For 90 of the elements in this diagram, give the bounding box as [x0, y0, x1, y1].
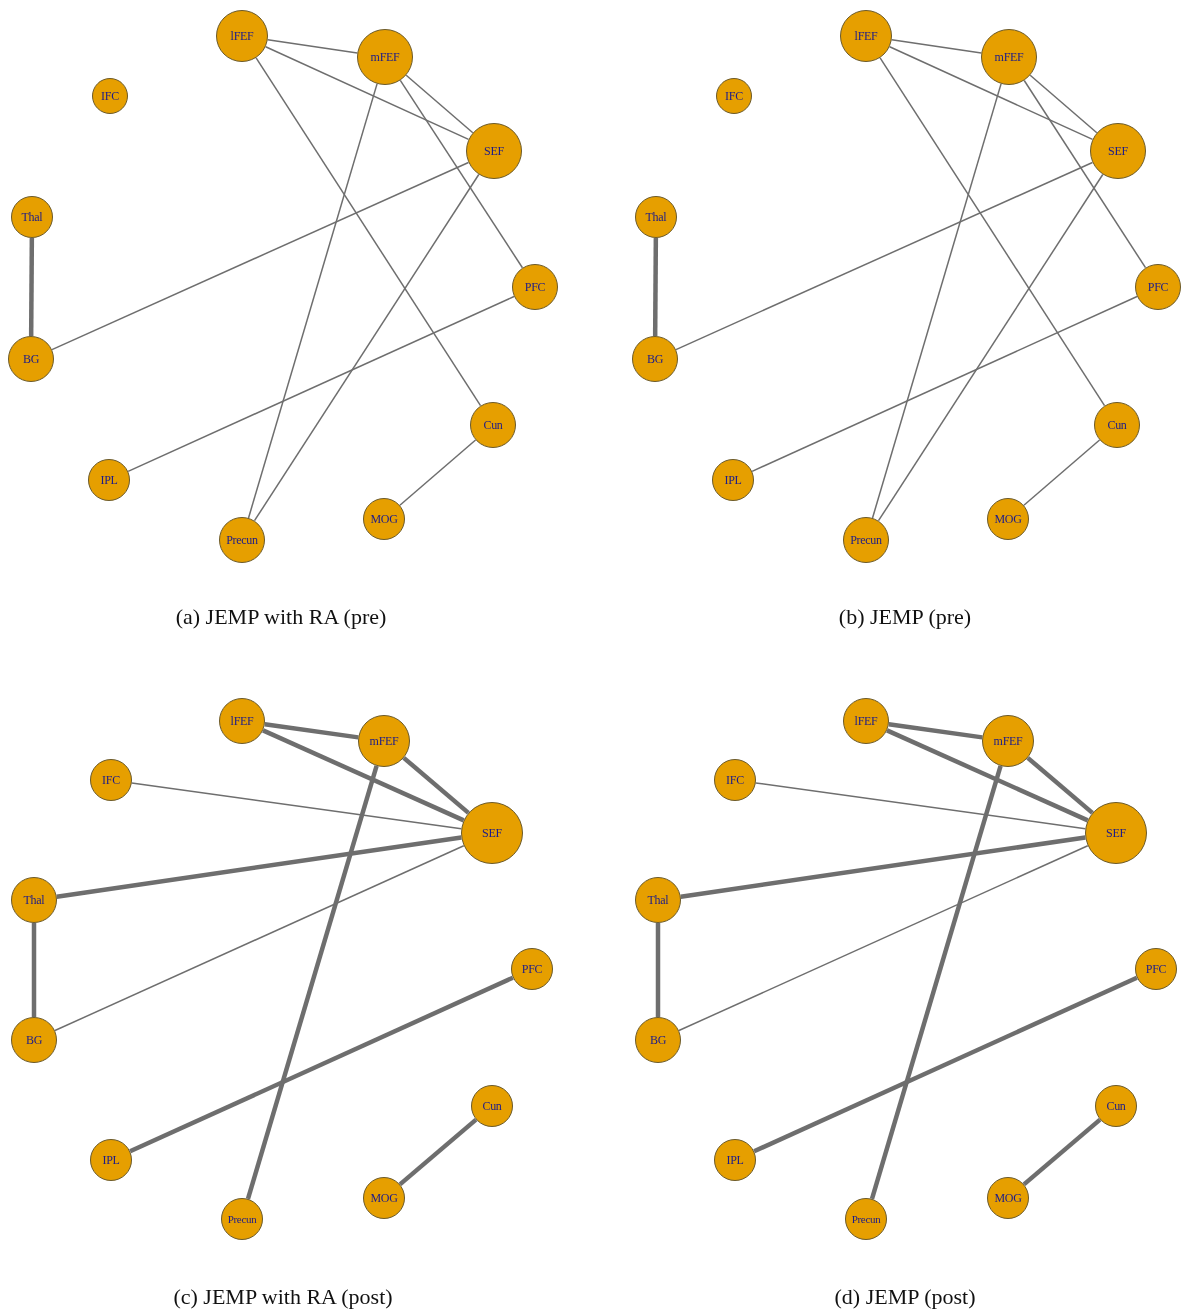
panel-caption: (b) JEMP (pre) — [838, 604, 972, 630]
connection-line — [751, 295, 1138, 473]
connection-line — [56, 835, 462, 899]
connection-line — [755, 782, 1087, 830]
connection-line — [886, 728, 1089, 823]
connection-line — [1023, 79, 1147, 269]
brain-region-node: Cun — [1094, 402, 1140, 448]
brain-region-node: mFEF — [357, 29, 413, 85]
brain-region-node: Thal — [11, 877, 57, 923]
connection-line — [1022, 1117, 1102, 1187]
brain-region-node: Precun — [845, 1198, 887, 1240]
brain-region-node: IPL — [712, 459, 754, 501]
brain-region-node: SEF — [461, 802, 523, 864]
connection-line — [131, 782, 463, 830]
connection-line — [405, 74, 474, 134]
connection-line — [398, 1117, 478, 1187]
brain-region-node: IFC — [716, 78, 752, 114]
connection-line — [129, 975, 514, 1154]
brain-region-node: Precun — [843, 517, 889, 563]
brain-region-node: IPL — [714, 1139, 756, 1181]
brain-region-node: IPL — [90, 1139, 132, 1181]
connection-line — [869, 765, 1003, 1200]
connection-line — [31, 923, 37, 1017]
connection-line — [652, 238, 659, 336]
connection-line — [877, 173, 1104, 522]
brain-region-node: MOG — [987, 498, 1029, 540]
connection-line — [266, 39, 359, 54]
connection-line — [1023, 439, 1101, 507]
connection-line — [127, 295, 515, 473]
brain-region-node: lFEF — [840, 10, 892, 62]
connection-line — [253, 173, 480, 522]
connection-line — [402, 756, 470, 815]
brain-region-node: lFEF — [843, 698, 889, 744]
connection-line — [675, 161, 1094, 351]
brain-region-node: PFC — [512, 264, 558, 310]
panel-caption: (d) JEMP (post) — [834, 1284, 976, 1310]
brain-region-node: IFC — [90, 759, 132, 801]
brain-region-node: PFC — [1135, 948, 1177, 990]
brain-region-node: Thal — [635, 196, 677, 238]
brain-region-node: Cun — [1095, 1085, 1137, 1127]
brain-region-node: PFC — [511, 948, 553, 990]
brain-region-node: BG — [8, 336, 54, 382]
connection-line — [247, 83, 378, 519]
connection-line — [51, 161, 470, 351]
connection-line — [871, 83, 1002, 519]
panel-caption: (a) JEMP with RA (pre) — [175, 604, 387, 630]
brain-region-node: SEF — [1085, 802, 1147, 864]
brain-region-node: SEF — [466, 123, 522, 179]
connection-line — [1026, 756, 1094, 815]
brain-region-node: BG — [11, 1017, 57, 1063]
connection-line — [245, 765, 379, 1200]
brain-region-node: Precun — [221, 1198, 263, 1240]
brain-region-node: Cun — [470, 402, 516, 448]
brain-region-node: IFC — [714, 759, 756, 801]
brain-region-node: IFC — [92, 78, 128, 114]
connection-line — [655, 923, 661, 1017]
brain-region-node: mFEF — [981, 29, 1037, 85]
brain-region-node: lFEF — [219, 698, 265, 744]
brain-region-node: MOG — [363, 498, 405, 540]
connection-line — [680, 835, 1086, 899]
connection-line — [264, 722, 359, 740]
connection-line — [1029, 74, 1098, 134]
brain-region-node: PFC — [1135, 264, 1181, 310]
connection-line — [264, 46, 470, 141]
connection-line — [262, 728, 465, 823]
connection-line — [678, 845, 1089, 1032]
connection-line — [28, 238, 35, 336]
connection-line — [888, 722, 983, 740]
brain-region-node: Precun — [219, 517, 265, 563]
connection-line — [255, 57, 482, 407]
brain-region-node: lFEF — [216, 10, 268, 62]
panel-caption: (c) JEMP with RA (post) — [173, 1284, 393, 1310]
connection-line — [879, 57, 1106, 407]
brain-region-node: BG — [635, 1017, 681, 1063]
connection-line — [888, 46, 1094, 141]
connection-line — [753, 975, 1138, 1154]
brain-region-node: Thal — [11, 196, 53, 238]
brain-region-node: BG — [632, 336, 678, 382]
connection-line — [399, 439, 477, 507]
brain-region-node: IPL — [88, 459, 130, 501]
connection-line — [890, 39, 983, 54]
brain-region-node: mFEF — [982, 715, 1034, 767]
brain-region-node: mFEF — [358, 715, 410, 767]
connection-line — [399, 79, 524, 269]
brain-region-node: MOG — [363, 1177, 405, 1219]
brain-region-node: MOG — [987, 1177, 1029, 1219]
brain-region-node: Thal — [635, 877, 681, 923]
brain-region-node: Cun — [471, 1085, 513, 1127]
brain-region-node: SEF — [1090, 123, 1146, 179]
connection-line — [54, 845, 465, 1032]
